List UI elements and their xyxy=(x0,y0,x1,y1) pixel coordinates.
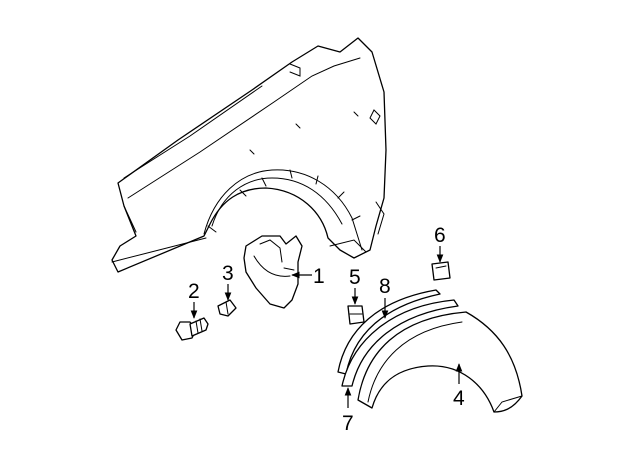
wheel-flare xyxy=(357,311,523,413)
callout-8: 8 xyxy=(379,275,391,298)
callout-7: 7 xyxy=(342,412,354,435)
callout-6: 6 xyxy=(434,224,446,247)
moulding-upper xyxy=(337,289,441,375)
callout-4: 4 xyxy=(453,387,465,410)
callout-1: 1 xyxy=(313,265,325,288)
mud-guard xyxy=(243,235,303,309)
clip xyxy=(217,299,237,317)
bolt xyxy=(175,317,209,341)
callout-2: 2 xyxy=(188,280,200,303)
callout-5: 5 xyxy=(349,266,361,289)
moulding-lower xyxy=(341,299,459,387)
callout-3: 3 xyxy=(222,262,234,285)
nut xyxy=(431,261,451,281)
clip-square xyxy=(347,305,365,325)
fender-panel xyxy=(111,37,387,273)
